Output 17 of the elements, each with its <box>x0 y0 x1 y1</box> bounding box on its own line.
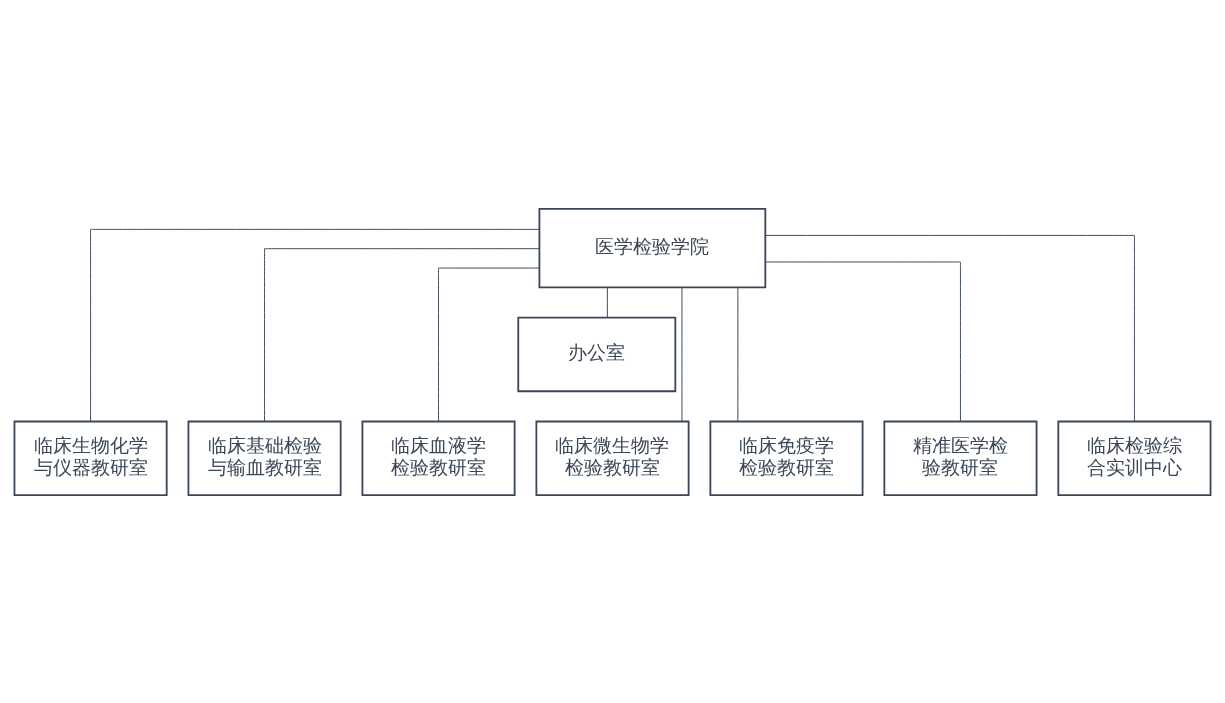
node-box: 医学检验学院 <box>538 207 767 288</box>
connector <box>681 286 683 422</box>
connector <box>90 228 540 421</box>
connector <box>737 286 739 422</box>
connector <box>764 234 1135 421</box>
node-box: 临床血液学检验教研室 <box>361 420 516 496</box>
node-box: 临床免疫学检验教研室 <box>709 420 864 496</box>
node-box: 临床微生物学检验教研室 <box>535 420 690 496</box>
node-box: 临床基础检验与输血教研室 <box>187 420 342 496</box>
connector <box>606 286 608 318</box>
node-box: 临床检验综合实训中心 <box>1057 420 1212 496</box>
node-box: 精准医学检验教研室 <box>883 420 1038 496</box>
connector <box>438 267 540 422</box>
connector <box>764 261 961 422</box>
node-box: 临床生物化学与仪器教研室 <box>13 420 168 496</box>
connector <box>264 247 540 422</box>
node-box: 办公室 <box>517 316 677 392</box>
